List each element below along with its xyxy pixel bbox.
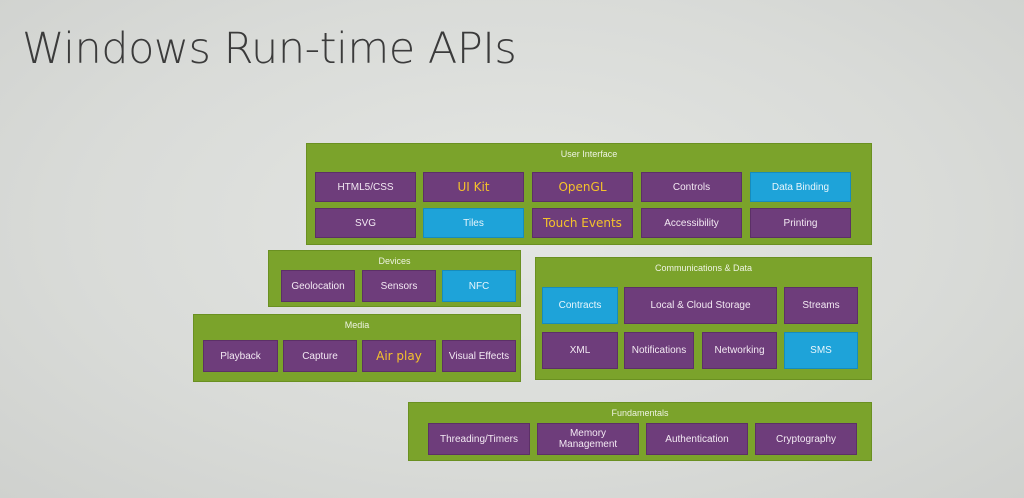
group-label-devices: Devices xyxy=(378,256,411,266)
group-user-interface: User Interface HTML5/CSS UI Kit OpenGL C… xyxy=(306,143,872,245)
tile-memory-management: Memory Management xyxy=(537,423,639,455)
slide-title: Windows Run-time APIs xyxy=(22,24,517,74)
tile-ui-kit: UI Kit xyxy=(423,172,524,202)
tile-local-cloud-storage: Local & Cloud Storage xyxy=(624,287,777,324)
group-label-communications-data: Communications & Data xyxy=(654,263,753,273)
tile-sensors: Sensors xyxy=(362,270,436,302)
group-label-user-interface: User Interface xyxy=(560,149,618,159)
tile-notifications: Notifications xyxy=(624,332,694,369)
tile-sms: SMS xyxy=(784,332,858,369)
tile-html5-css: HTML5/CSS xyxy=(315,172,416,202)
tile-printing: Printing xyxy=(750,208,851,238)
tile-visual-effects: Visual Effects xyxy=(442,340,516,372)
tile-xml: XML xyxy=(542,332,618,369)
tile-streams: Streams xyxy=(784,287,858,324)
tile-opengl: OpenGL xyxy=(532,172,633,202)
tile-accessibility: Accessibility xyxy=(641,208,742,238)
tile-controls: Controls xyxy=(641,172,742,202)
tile-threading-timers: Threading/Timers xyxy=(428,423,530,455)
tile-capture: Capture xyxy=(283,340,357,372)
group-media: Media Playback Capture Air play Visual E… xyxy=(193,314,521,382)
tile-cryptography: Cryptography xyxy=(755,423,857,455)
tile-svg: SVG xyxy=(315,208,416,238)
group-fundamentals: Fundamentals Threading/Timers Memory Man… xyxy=(408,402,872,461)
tile-geolocation: Geolocation xyxy=(281,270,355,302)
group-communications-data: Communications & Data Contracts Local & … xyxy=(535,257,872,380)
group-label-media: Media xyxy=(344,320,370,330)
tile-contracts: Contracts xyxy=(542,287,618,324)
tile-data-binding: Data Binding xyxy=(750,172,851,202)
tile-authentication: Authentication xyxy=(646,423,748,455)
group-devices: Devices Geolocation Sensors NFC xyxy=(268,250,521,307)
tile-tiles: Tiles xyxy=(423,208,524,238)
tile-networking: Networking xyxy=(702,332,777,369)
tile-air-play: Air play xyxy=(362,340,436,372)
tile-nfc: NFC xyxy=(442,270,516,302)
tile-playback: Playback xyxy=(203,340,278,372)
group-label-fundamentals: Fundamentals xyxy=(611,408,669,418)
tile-touch-events: Touch Events xyxy=(532,208,633,238)
